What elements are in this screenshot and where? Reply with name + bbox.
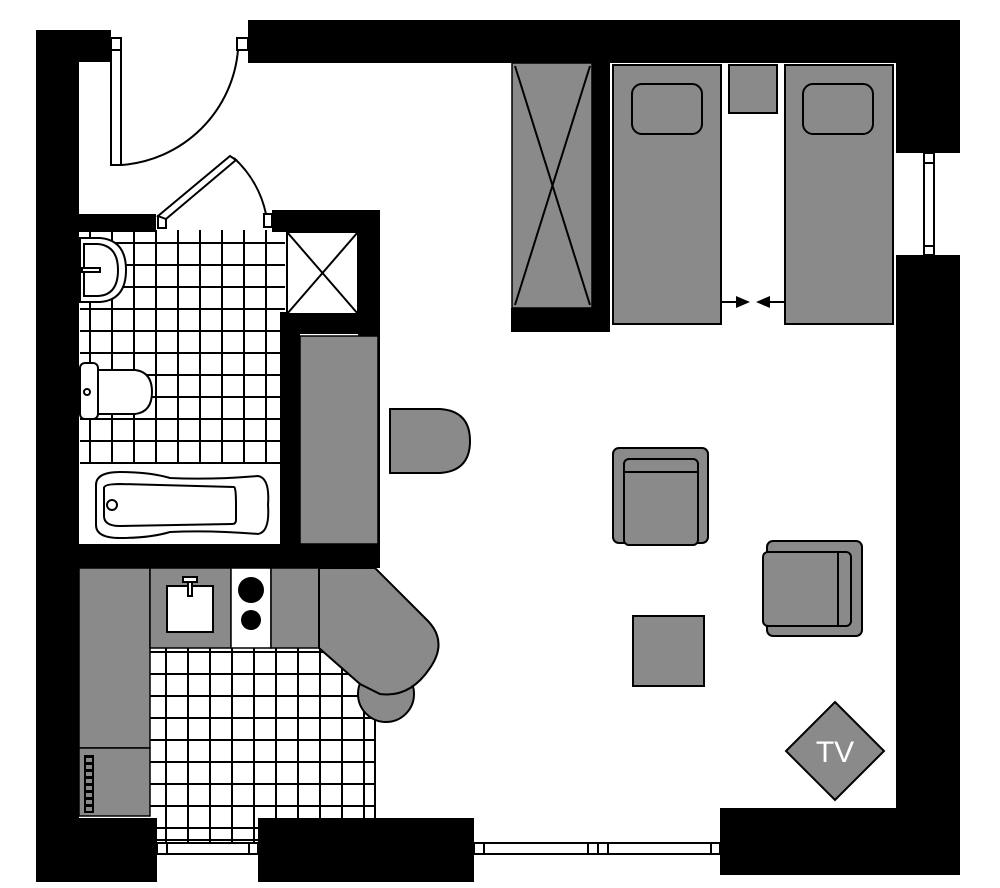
counter-cabinet: [270, 567, 320, 649]
kitchen-tile-floor: [150, 648, 376, 848]
breakfast-bar: [318, 567, 440, 723]
oven-vent-icon: [84, 755, 94, 813]
desk-chair: [389, 408, 472, 474]
bathroom-door[interactable]: [156, 154, 273, 229]
washbasin: [79, 237, 128, 303]
bed-right: [784, 64, 894, 325]
hob: [230, 567, 272, 649]
armchair-1: [612, 447, 709, 546]
entry-door[interactable]: [110, 37, 249, 166]
tv-stand: TV: [784, 700, 886, 802]
oven-cabinet: [78, 747, 151, 817]
beds-join-arrows-icon: [721, 296, 785, 308]
kitchen-window: [156, 842, 259, 855]
kitchen-tall-cabinet: [78, 567, 151, 749]
shower: [286, 231, 359, 315]
hall-cabinet: [299, 335, 379, 545]
sink-counter: [149, 567, 232, 649]
toilet: [79, 362, 154, 420]
nightstand: [728, 64, 778, 114]
right-window: [923, 152, 935, 256]
bed-left: [612, 64, 722, 325]
bathtub: [79, 465, 280, 544]
bottom-window: [473, 842, 721, 855]
tv-label: TV: [816, 736, 854, 769]
wardrobe: [511, 62, 593, 309]
coffee-table: [632, 615, 705, 687]
armchair-2: [762, 540, 863, 637]
